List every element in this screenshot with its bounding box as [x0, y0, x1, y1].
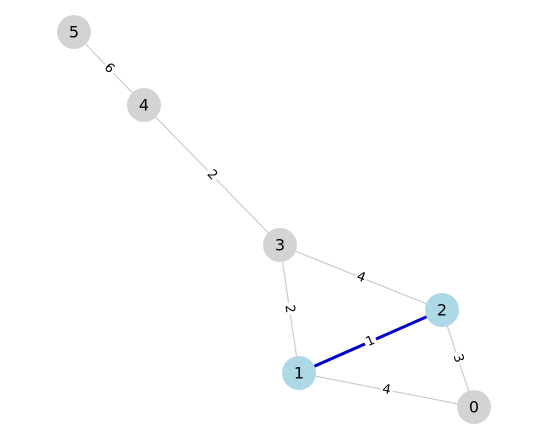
edge-weight-label-background — [201, 164, 223, 186]
edge-weight-label-group: 3 — [447, 349, 469, 368]
edges-layer — [73, 31, 475, 408]
edge-weight-label-group: 1 — [361, 330, 380, 353]
edge-labels-layer: 6 2 4 2 1 3 4 — [98, 57, 469, 400]
node-circle — [425, 293, 459, 327]
node-circle — [457, 390, 491, 424]
edge-weight-label-background — [279, 301, 300, 317]
node-0: 0 — [457, 390, 491, 424]
node-circle — [127, 88, 161, 122]
node-5: 5 — [57, 15, 91, 49]
node-3: 3 — [263, 228, 297, 262]
edge-weight-label-group: 6 — [98, 57, 120, 80]
node-1: 1 — [282, 356, 316, 390]
node-label: 3 — [275, 236, 285, 255]
node-circle — [57, 15, 91, 49]
edge-weight-label-background — [378, 380, 395, 400]
edge-weight-label-background — [352, 266, 370, 289]
node-label: 5 — [69, 23, 79, 42]
node-label: 2 — [437, 301, 447, 320]
edge-weight-label: 4 — [381, 382, 392, 398]
edge-weight-label-group: 4 — [378, 380, 395, 400]
edge-weight-label-background — [447, 349, 469, 368]
node-2: 2 — [425, 293, 459, 327]
edge-weight-label-background — [361, 330, 380, 353]
edge-weight-label: 2 — [281, 304, 297, 314]
nodes-layer: 0 1 2 3 4 5 — [57, 15, 491, 424]
edge-weight-label-background — [98, 57, 120, 80]
node-label: 4 — [139, 96, 149, 115]
edge-weight-label-group: 4 — [352, 266, 370, 289]
edge-weight-label-group: 2 — [201, 164, 223, 186]
node-label: 0 — [469, 398, 479, 417]
node-circle — [263, 228, 297, 262]
node-label: 1 — [294, 364, 304, 383]
node-circle — [282, 356, 316, 390]
node-4: 4 — [127, 88, 161, 122]
edge-weight-label-group: 2 — [279, 301, 300, 317]
